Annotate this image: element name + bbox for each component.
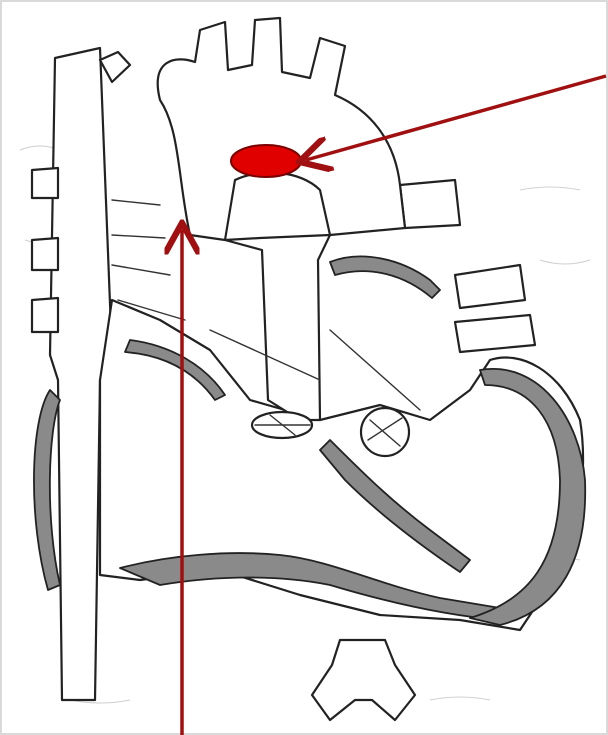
left-side-branches (32, 168, 58, 332)
aortic-valve (361, 408, 409, 456)
highlight-marker (231, 145, 301, 177)
